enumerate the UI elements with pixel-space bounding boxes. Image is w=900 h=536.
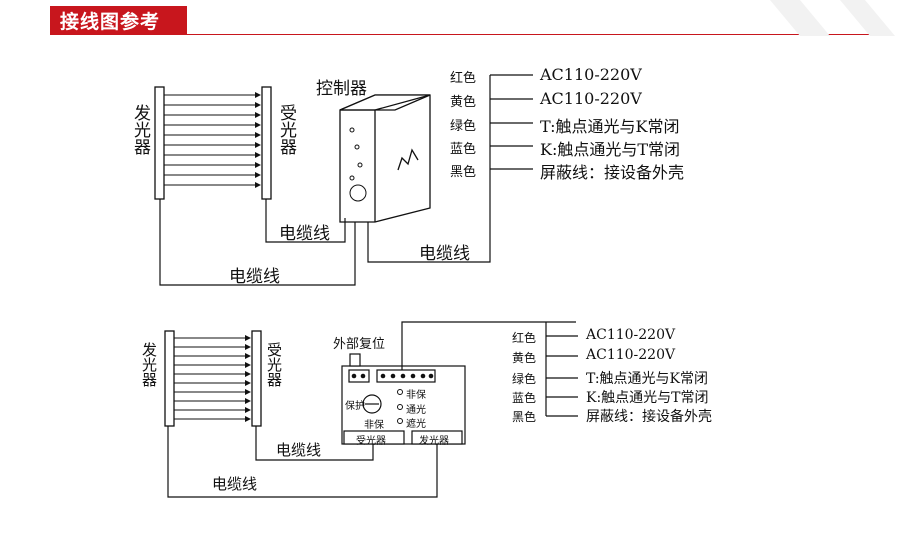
wire-color: 黑色 [450, 165, 477, 180]
wire-color: 蓝色 [450, 142, 477, 157]
wire-desc: T:触点通光与K常闭 [586, 371, 709, 387]
nonprotect-label: 非保 [406, 390, 426, 401]
receiver-label: 受光器 [276, 104, 296, 155]
controller-label: 控制器 [316, 79, 367, 99]
cables-1 [159, 74, 533, 286]
cable-label: 电缆线 [212, 475, 258, 493]
light-beams [164, 92, 261, 188]
wire-color: 红色 [450, 71, 477, 86]
wire-color: 绿色 [450, 119, 477, 134]
wire-desc: K:触点通光与T常闭 [586, 390, 709, 406]
header-divider [50, 34, 878, 35]
wire-desc: K:触点通光与T常闭 [540, 140, 681, 159]
controller-indicators [349, 127, 367, 202]
wire-desc: 屏蔽线：接设备外壳 [586, 409, 712, 425]
cables-2 [167, 321, 578, 498]
diagram2 [164, 321, 578, 498]
controller-board [341, 353, 466, 445]
wire-color: 黑色 [512, 410, 537, 424]
cable-label: 电缆线 [276, 441, 322, 459]
wire-color: 绿色 [512, 372, 537, 386]
reset-label: 外部复位 [333, 337, 386, 352]
wire-desc: AC110-220V [586, 327, 676, 343]
block-light-label: 遮光 [406, 419, 426, 430]
wire-desc: 屏蔽线：接设备外壳 [540, 163, 685, 182]
cable-label: 电缆线 [279, 224, 330, 244]
wire-color: 黄色 [512, 351, 537, 365]
header-decoration [770, 0, 895, 36]
wire-desc: AC110-220V [586, 347, 676, 363]
diagram1 [154, 74, 533, 286]
wire-color: 蓝色 [512, 391, 537, 405]
port-emitter-label: 发光器 [419, 436, 449, 447]
receiver-label: 受光器 [265, 342, 283, 387]
terminal-screws [351, 373, 434, 379]
emitter-label: 发光器 [140, 342, 158, 387]
wire-desc: AC110-220V [540, 89, 642, 108]
wire-color: 红色 [512, 331, 537, 345]
light-beams-2 [174, 335, 251, 422]
header-tab [50, 6, 187, 34]
status-leds [397, 389, 403, 424]
port-receiver-label: 受光器 [356, 436, 386, 447]
wire-desc: T:触点通光与K常闭 [540, 117, 680, 136]
wire-color: 黄色 [450, 95, 477, 110]
protect-label: 保护 [345, 401, 365, 412]
pass-light-label: 通光 [406, 405, 426, 416]
page-title: 接线图参考 [60, 11, 161, 33]
nonprotect-label: 非保 [364, 420, 384, 431]
cable-label: 电缆线 [419, 244, 470, 264]
cable-label: 电缆线 [229, 267, 280, 287]
emitter-label: 发光器 [130, 104, 150, 155]
wire-desc: AC110-220V [540, 65, 642, 84]
emitter-bar-2 [164, 330, 175, 427]
